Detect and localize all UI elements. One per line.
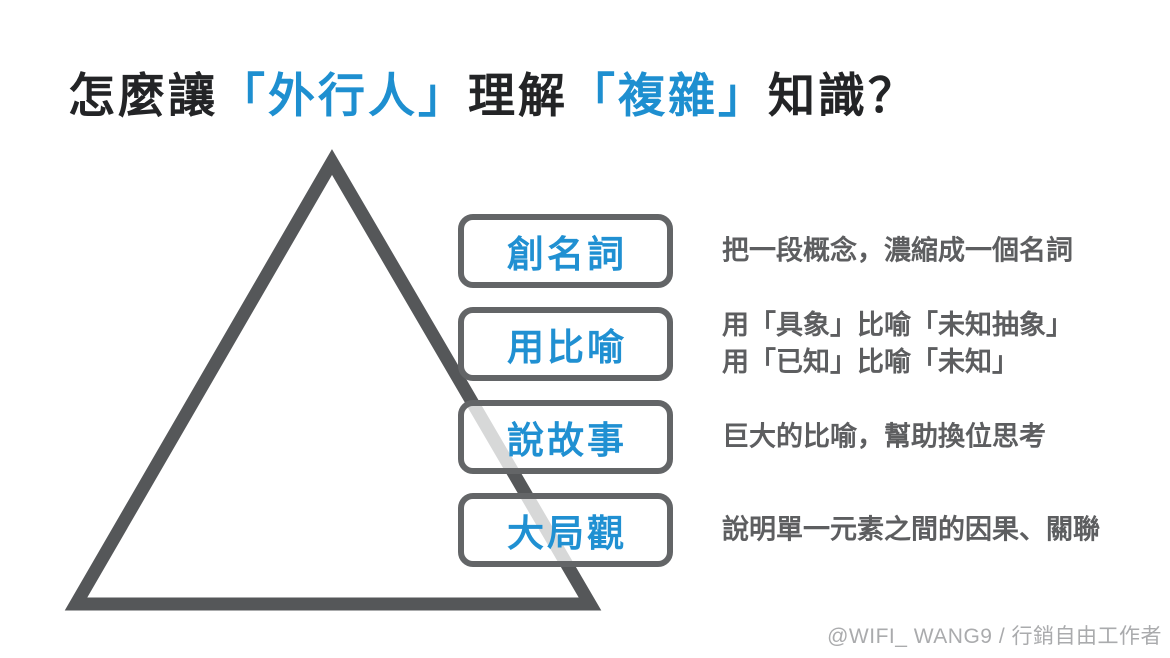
title-segment: 知識？ bbox=[768, 69, 918, 123]
pyramid-level-box-3: 說故事 bbox=[458, 400, 673, 474]
pyramid-level-label: 大局觀 bbox=[507, 513, 627, 554]
description-line: 用「已知」比喻「未知」 bbox=[722, 347, 1019, 377]
pyramid-level-label: 創名詞 bbox=[507, 234, 627, 275]
pyramid-level-description-1: 把一段概念，濃縮成一個名詞 bbox=[722, 233, 1073, 270]
pyramid-level-description-2: 用「具象」比喻「未知抽象」 用「已知」比喻「未知」 bbox=[722, 307, 1073, 381]
description-line: 把一段概念，濃縮成一個名詞 bbox=[722, 235, 1073, 266]
author-credit: @WIFI_ WANG9 / 行銷自由工作者 bbox=[827, 625, 1162, 648]
pyramid-level-label: 說故事 bbox=[507, 420, 627, 461]
pyramid-level-label: 用比喻 bbox=[507, 327, 627, 368]
description-line: 巨大的比喻，幫助換位思考 bbox=[722, 421, 1046, 452]
pyramid-level-box-2: 用比喻 bbox=[458, 307, 673, 381]
pyramid-level-box-1: 創名詞 bbox=[458, 214, 673, 288]
pyramid-level-box-4: 大局觀 bbox=[458, 493, 673, 567]
description-line: 說明單一元素之間的因果、關聯 bbox=[722, 514, 1100, 545]
title-segment-highlight: 「複雜」 bbox=[568, 69, 768, 123]
page-title: 怎麼讓「外行人」理解「複雜」知識？ bbox=[68, 67, 918, 125]
title-segment: 理解 bbox=[468, 69, 568, 123]
pyramid-level-description-3: 巨大的比喻，幫助換位思考 bbox=[722, 419, 1046, 456]
title-segment: 怎麼讓 bbox=[68, 69, 218, 123]
pyramid-level-description-4: 說明單一元素之間的因果、關聯 bbox=[722, 512, 1100, 549]
title-segment-highlight: 「外行人」 bbox=[218, 69, 468, 123]
description-line: 用「具象」比喻「未知抽象」 bbox=[722, 310, 1073, 340]
